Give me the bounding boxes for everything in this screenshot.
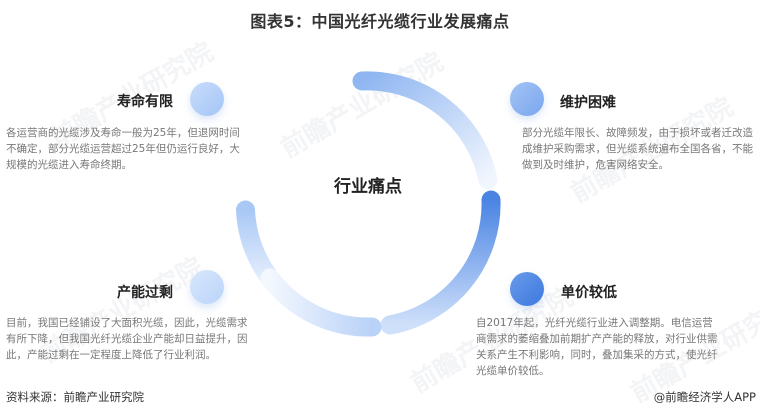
ring-arc-top: [352, 71, 498, 190]
credit-note: @前瞻经济学人APP: [653, 390, 756, 404]
card-text-lifespan: 各运营商的光缆涉及寿命一般为25年，但退网时间不确定，部分光缆运营超过25年但仍…: [6, 127, 240, 171]
chart-title: 图表5：中国光纤光缆行业发展痛点: [250, 12, 510, 31]
ring-arc-right: [380, 190, 501, 335]
source-note: 资料来源：前瞻产业研究院: [6, 390, 144, 404]
card-dot-icon: [510, 82, 544, 116]
card-title-maintenance: 维护困难: [560, 95, 616, 111]
center-label: 行业痛点: [334, 177, 402, 197]
card-dot-icon: [510, 272, 544, 306]
card-title-low-price: 单价较低: [561, 285, 617, 301]
card-dot-icon: [190, 82, 224, 116]
card-text-maintenance: 部分光缆年限长、故障频发，由于损坏或者迁改造成维护采购需求，但光缆系统遍布全国各…: [522, 127, 753, 171]
card-dot-icon: [190, 270, 224, 304]
card-text-low-price: 自2017年起，光纤光缆行业进入调整期。电信运营商需求的萎缩叠加前期扩产产能的释…: [476, 317, 718, 377]
ring-arc-bottom: [260, 268, 382, 337]
card-title-overcapacity: 产能过剩: [117, 285, 173, 301]
card-title-lifespan: 寿命有限: [117, 94, 173, 110]
card-text-overcapacity: 目前，我国已经铺设了大面积光缆，因此，光缆需求有所下降，但我国光纤光缆企业产能却…: [6, 317, 248, 361]
